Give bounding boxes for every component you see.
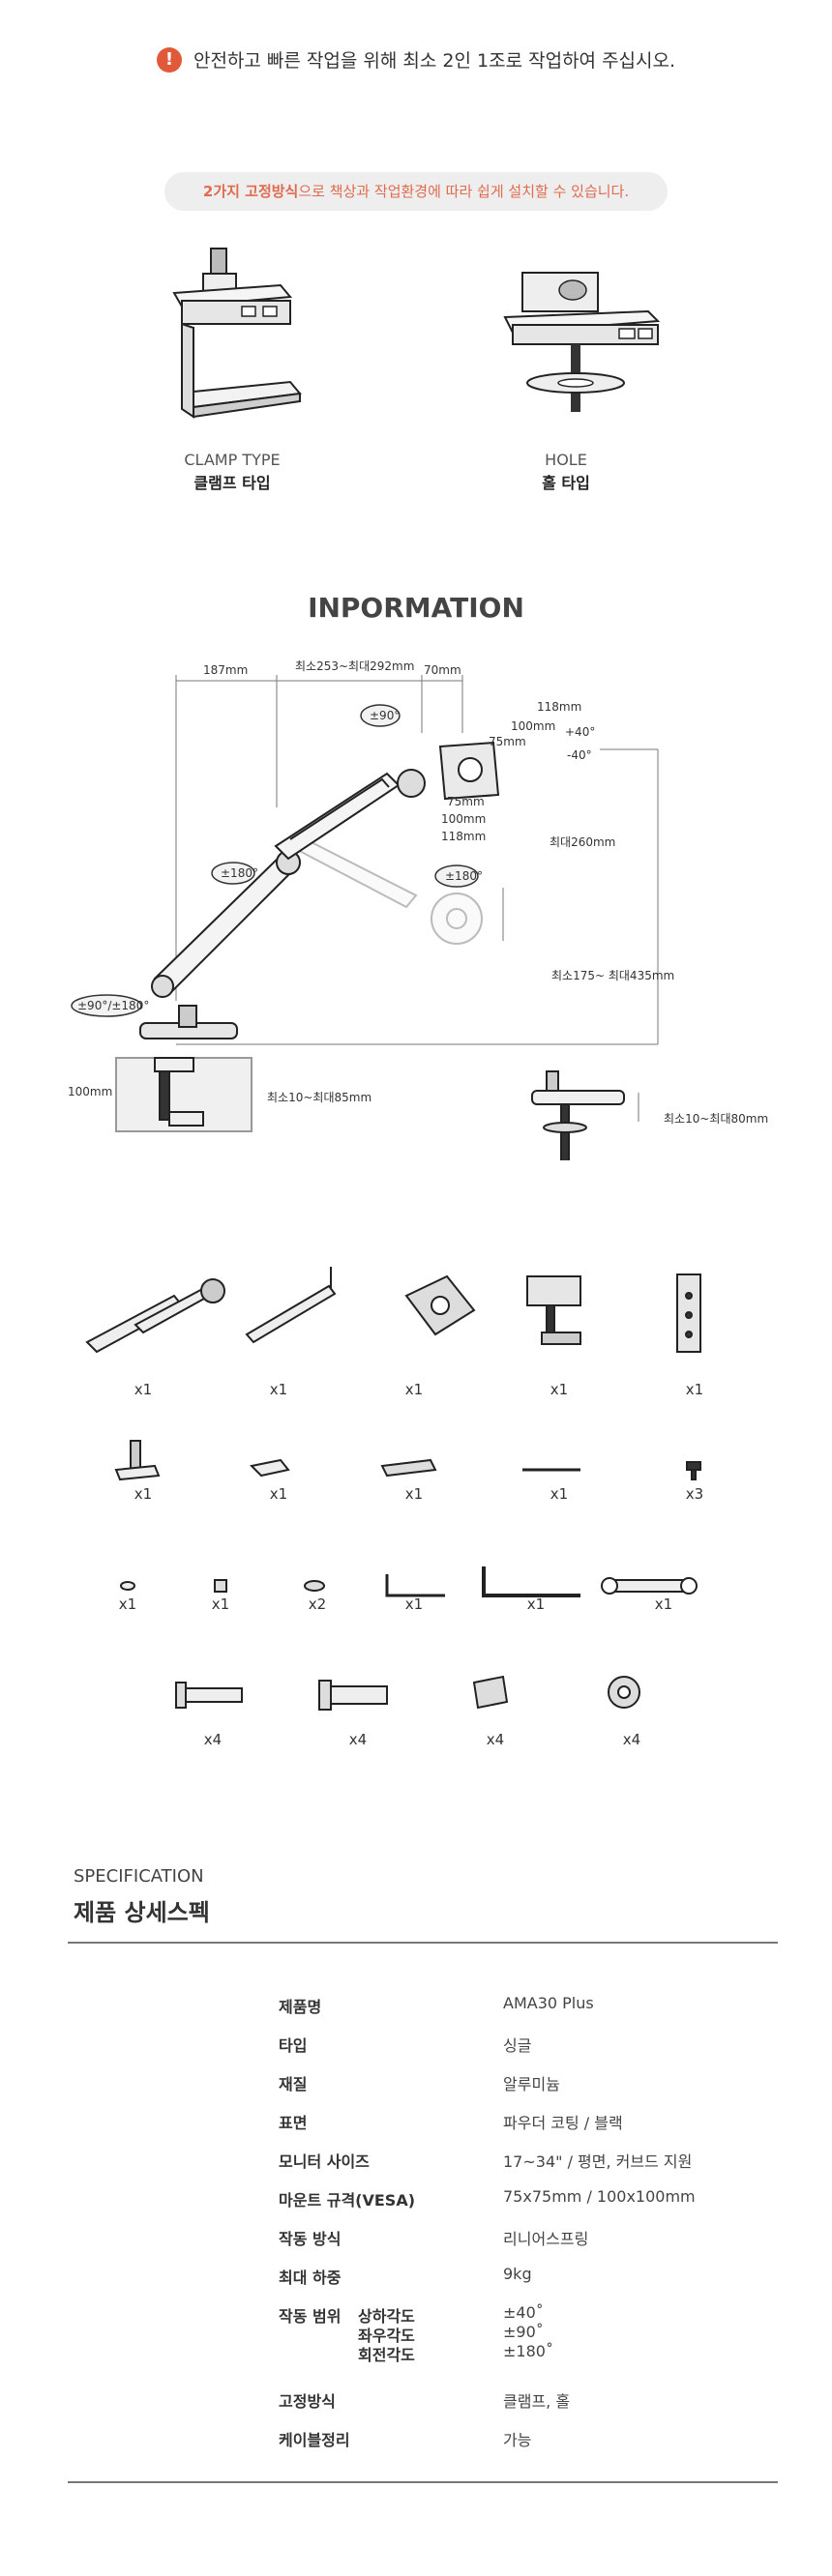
dim-hole-range: 최소10~최대80mm <box>664 1112 769 1126</box>
spec-label-material: 재질 <box>279 2075 308 2093</box>
qty-post: x1 <box>134 1485 153 1503</box>
clamp-type-illustration <box>172 248 302 419</box>
spec-value-mount: 클램프, 홀 <box>503 2392 571 2411</box>
spec-value-max-load: 9kg <box>503 2265 532 2283</box>
spec-value-material: 알루미늄 <box>503 2075 560 2093</box>
spec-title: 제품 상세스펙 <box>74 1899 210 1926</box>
exclamation-icon: ! <box>156 46 182 73</box>
spec-label-product: 제품명 <box>279 1998 322 2016</box>
qty-hex-key-large: x1 <box>526 1595 546 1613</box>
qty-washer: x4 <box>622 1731 641 1748</box>
spec-value-tilt: ±40˚ <box>503 2303 544 2322</box>
spec-sub-swivel: 좌우각도 <box>358 2327 415 2345</box>
rotation-180-plate: ±180° <box>445 869 483 883</box>
spec-label-surface: 표면 <box>279 2114 308 2132</box>
hole-type-illustration <box>503 272 661 412</box>
qty-plate-small: x1 <box>269 1485 288 1503</box>
dim-reach: 최소253~최대292mm <box>295 659 415 673</box>
tilt-down: -40° <box>567 748 592 762</box>
spec-value-mechanism: 리니어스프링 <box>503 2230 589 2248</box>
base-rotation: ±90°/±180° <box>77 999 150 1012</box>
qty-standoff: x4 <box>486 1731 505 1748</box>
dim-75-v: 75mm <box>489 735 526 748</box>
qty-bolt-m6: x4 <box>348 1731 368 1748</box>
rotation-180-arm: ±180° <box>221 866 258 880</box>
banner-text: 으로 책상과 작업환경에 따라 쉽게 설치할 수 있습니다. <box>298 183 630 200</box>
spec-value-rotation: ±180˚ <box>503 2342 553 2360</box>
spec-eyebrow: SPECIFICATION <box>74 1866 204 1887</box>
swivel-90: ±90° <box>370 709 401 722</box>
spec-sub-tilt: 상하각도 <box>358 2307 415 2326</box>
spec-bottom-rule <box>68 2481 778 2483</box>
spec-label-mount: 고정방식 <box>279 2392 336 2411</box>
qty-spacer: x2 <box>308 1595 327 1613</box>
dim-max-260: 최대260mm <box>550 835 616 849</box>
spec-label-max-load: 최대 하중 <box>279 2269 342 2287</box>
spec-sub-rotation: 회전각도 <box>358 2346 415 2364</box>
spec-label-monitor-size: 모니터 사이즈 <box>279 2152 370 2171</box>
qty-bracket: x1 <box>685 1381 704 1398</box>
dimension-diagram <box>71 675 659 1160</box>
spec-value-vesa: 75x75mm / 100x100mm <box>503 2187 696 2206</box>
spec-value-swivel: ±90˚ <box>503 2323 544 2341</box>
components-row-1 <box>85 1267 701 1354</box>
qty-lower-arm: x1 <box>269 1381 288 1398</box>
spec-label-cable: 케이블정리 <box>279 2431 350 2449</box>
dim-118-top: 118mm <box>537 700 582 714</box>
dim-clamp-range: 최소10~최대85mm <box>267 1091 372 1104</box>
banner-highlight: 2가지 고정방식 <box>202 183 299 200</box>
components-row-4 <box>175 1675 640 1711</box>
hole-type-ko: 홀 타입 <box>542 474 590 492</box>
notice-text: 안전하고 빠른 작업을 위해 최소 2인 1조로 작업하여 주십시오. <box>193 50 676 72</box>
clamp-type-ko: 클램프 타입 <box>193 474 271 492</box>
components-row-3 <box>120 1566 698 1597</box>
dim-75-h: 75mm <box>447 795 485 808</box>
qty-vesa-plate: x1 <box>404 1381 424 1398</box>
qty-clamp: x1 <box>550 1381 569 1398</box>
qty-wrench: x1 <box>654 1595 673 1613</box>
dim-187: 187mm <box>203 663 249 677</box>
dim-118-h: 118mm <box>441 830 487 843</box>
qty-arm: x1 <box>134 1381 153 1398</box>
qty-washer-small: x1 <box>118 1595 137 1613</box>
spec-value-monitor-size: 17~34" / 평면, 커브드 지원 <box>503 2152 693 2171</box>
spec-value-surface: 파우더 코팅 / 블랙 <box>503 2114 623 2132</box>
spec-top-rule <box>68 1942 778 1944</box>
information-title: INPORMATION <box>308 592 524 624</box>
dim-height-range: 최소175~ 최대435mm <box>551 969 675 982</box>
clamp-type-en: CLAMP TYPE <box>184 451 281 469</box>
safety-notice: ! 안전하고 빠른 작업을 위해 최소 2인 1조로 작업하여 주십시오. <box>0 46 832 73</box>
hole-type-en: HOLE <box>545 451 587 469</box>
components-row-2 <box>114 1440 701 1481</box>
mount-type-banner: 2가지 고정방식으로 책상과 작업환경에 따라 쉽게 설치할 수 있습니다. <box>164 172 668 211</box>
qty-bolt-m5: x4 <box>203 1731 223 1748</box>
spec-label-range: 작동 범위 <box>279 2307 342 2326</box>
dim-100: 100mm <box>511 719 556 733</box>
qty-screw-small: x3 <box>685 1485 704 1503</box>
spec-label-vesa: 마운트 규격(VESA) <box>279 2191 416 2210</box>
dim-clamp-height: 100mm <box>68 1085 113 1098</box>
spec-label-type: 타입 <box>279 2036 308 2055</box>
qty-rod: x1 <box>550 1485 569 1503</box>
dim-100-h: 100mm <box>441 812 487 826</box>
spec-label-mechanism: 작동 방식 <box>279 2230 342 2248</box>
spec-value-type: 싱글 <box>503 2036 532 2055</box>
dim-70: 70mm <box>424 663 461 677</box>
qty-nut: x1 <box>211 1595 230 1613</box>
qty-plate-large: x1 <box>404 1485 424 1503</box>
spec-value-cable: 가능 <box>503 2431 532 2449</box>
tilt-up: +40° <box>565 725 596 739</box>
spec-value-product: AMA30 Plus <box>503 1994 594 2012</box>
qty-hex-key-small: x1 <box>404 1595 424 1613</box>
